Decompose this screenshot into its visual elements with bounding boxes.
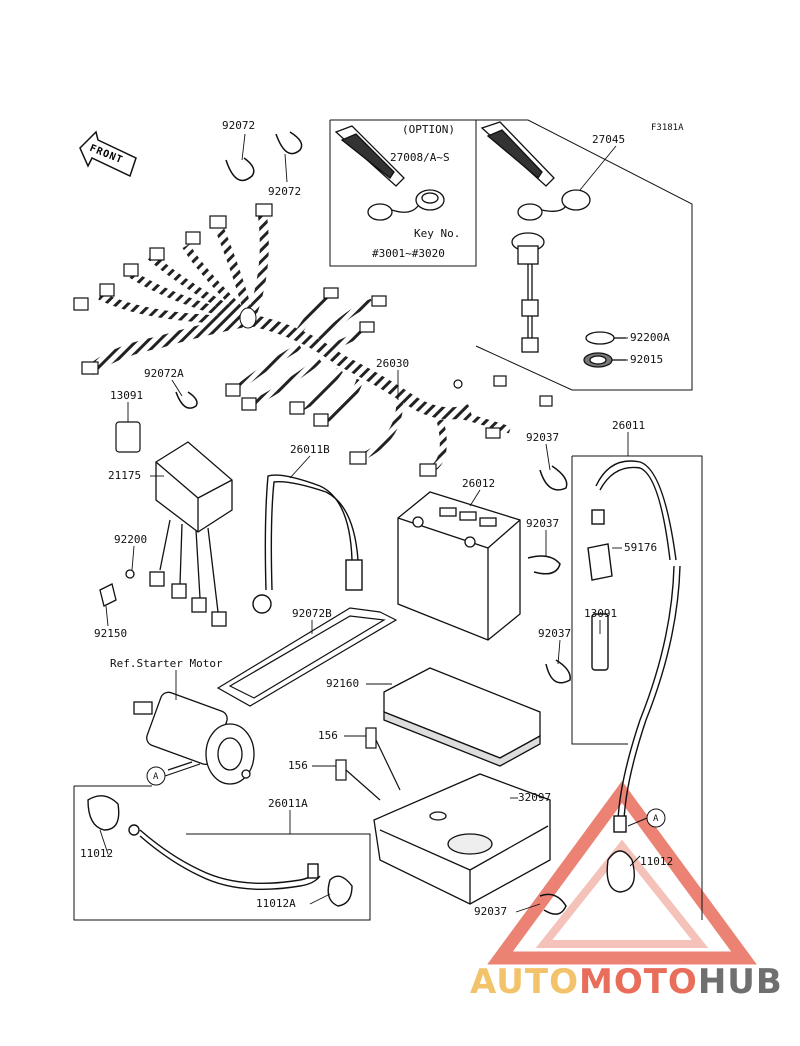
bolts-156 <box>335 727 401 801</box>
main-harness <box>85 211 512 474</box>
strap-92072B <box>216 607 398 707</box>
band-92072 <box>225 131 303 182</box>
option-box <box>329 119 477 267</box>
option-key-no-label: Key No. <box>414 227 461 240</box>
option-key <box>334 125 445 221</box>
label-32097: 32097 <box>518 791 552 804</box>
label-156-lower: 156 <box>288 759 308 772</box>
watermark-logo: AUTOMOTOHUB <box>470 962 783 1002</box>
label-ref-starter-motor: Ref.Starter Motor <box>110 657 223 670</box>
label-92160: 92160 <box>326 677 360 690</box>
label-92037-bottom: 92037 <box>474 905 508 918</box>
label-92037-middle: 92037 <box>526 517 560 530</box>
label-11012-right: 11012 <box>640 855 674 868</box>
label-26011A: 26011A <box>268 797 308 810</box>
label-11012A: 11012A <box>256 897 296 910</box>
label-92037-upper: 92037 <box>526 431 560 444</box>
watermark-triangle <box>487 781 757 965</box>
label-13091-left: 13091 <box>110 389 144 402</box>
callout-a1: A <box>153 772 159 782</box>
bracket-26011A <box>73 786 371 921</box>
label-13091-right: 13091 <box>584 607 618 620</box>
option-part-number: 27008/A~S <box>390 151 450 164</box>
label-92072B: 92072B <box>292 607 332 620</box>
bracket-26011 <box>572 455 703 920</box>
label-92072A: 92072A <box>144 367 184 380</box>
front-arrow <box>79 130 137 178</box>
watermark-part1: AUTO <box>470 962 579 1002</box>
label-21175: 21175 <box>108 469 142 482</box>
ignition-key <box>480 121 626 368</box>
starter-motor <box>133 691 255 785</box>
label-26012: 26012 <box>462 477 496 490</box>
callout-a2: A <box>653 814 659 824</box>
figure-code: F3181A <box>651 123 684 133</box>
leader-lines <box>99 133 641 913</box>
label-26011B: 26011B <box>290 443 330 456</box>
band-92072A <box>175 391 198 409</box>
cable-26011A <box>87 795 353 907</box>
callout-a1-leader <box>164 763 201 777</box>
label-11012-left: 11012 <box>80 847 114 860</box>
ignition-box <box>475 119 693 391</box>
option-header: (OPTION) <box>402 123 455 136</box>
label-92072-second: 92072 <box>268 185 302 198</box>
harness-connectors <box>73 203 553 477</box>
label-92150: 92150 <box>94 627 128 640</box>
cable-26011B <box>252 474 363 614</box>
callout-a2-leader <box>627 817 648 827</box>
cable-26011 <box>587 460 681 893</box>
label-26030: 26030 <box>376 357 410 370</box>
pad-92160 <box>383 667 541 767</box>
pad-13091 <box>115 421 141 453</box>
cdi-unit <box>99 441 233 627</box>
label-59176: 59176 <box>624 541 658 554</box>
bracket-26011-left <box>571 456 628 745</box>
label-92072-top: 92072 <box>222 119 256 132</box>
watermark-part3: HUB <box>697 962 783 1002</box>
label-92015: 92015 <box>630 353 664 366</box>
option-key-range: #3001~#3020 <box>372 247 445 260</box>
band-92037 <box>527 465 571 915</box>
watermark-part2: MOTO <box>578 962 698 1002</box>
label-156-upper: 156 <box>318 729 338 742</box>
battery <box>397 491 521 641</box>
label-26011: 26011 <box>612 419 646 432</box>
label-92200: 92200 <box>114 533 148 546</box>
label-27045: 27045 <box>592 133 626 146</box>
label-92200A: 92200A <box>630 331 670 344</box>
label-92037-lower: 92037 <box>538 627 572 640</box>
battery-case <box>373 773 551 905</box>
